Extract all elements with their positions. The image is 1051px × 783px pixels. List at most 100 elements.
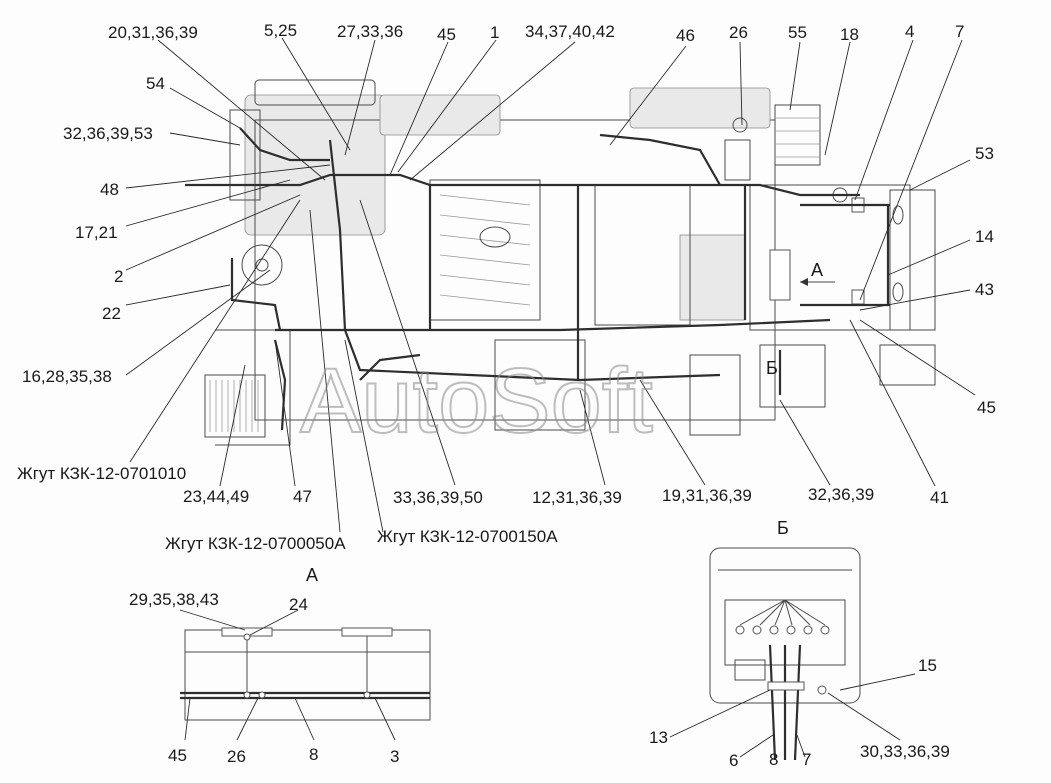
view-b-marker: Б (766, 358, 778, 378)
label-15: 15 (918, 656, 937, 675)
harness-cab (239, 127, 330, 162)
label-harness-0700150: Жгут КЗК-12-0700150А (377, 527, 558, 546)
engine-block (594, 184, 691, 326)
label-4: 4 (905, 22, 914, 41)
view-a-title: А (306, 565, 318, 585)
label-30-33-36-39: 30,33,36,39 (860, 742, 950, 761)
label-55: 55 (788, 23, 807, 42)
header-frame (215, 329, 291, 446)
view-b-terminals (735, 625, 830, 635)
harness-steering (230, 258, 282, 331)
view-a-detail: А (179, 565, 431, 741)
grain-tank-rear (629, 87, 771, 129)
cab-top-edge (254, 79, 376, 106)
engine-grille (679, 234, 746, 321)
label-14: 14 (975, 227, 994, 246)
label-harness-0700050: Жгут КЗК-12-0700050А (165, 534, 346, 553)
label-32-36-39: 32,36,39 (808, 485, 874, 504)
auger-flights (439, 194, 531, 306)
label-43: 43 (975, 280, 994, 299)
label-16-28-35-38: 16,28,35,38 (22, 367, 112, 386)
label-45-top: 45 (437, 25, 456, 44)
label-53: 53 (975, 144, 994, 163)
label-24: 24 (289, 595, 308, 614)
label-18: 18 (840, 25, 859, 44)
fuel-filter (732, 117, 748, 133)
label-45-right: 45 (977, 398, 996, 417)
label-48: 48 (100, 180, 119, 199)
label-3: 3 (390, 747, 399, 766)
callout-labels: 20,31,36,39 5,25 27,33,36 45 1 34,37,40,… (17, 21, 996, 770)
label-34-37-40-42: 34,37,40,42 (525, 22, 615, 41)
thresher-housing (429, 179, 541, 321)
view-b-relay (734, 659, 766, 681)
label-54: 54 (146, 74, 165, 93)
harness-main-lower (275, 318, 831, 332)
label-8-view-a: 8 (309, 745, 318, 764)
view-a-frame (184, 629, 431, 721)
watermark: AutoSoft (300, 350, 653, 452)
rear-radiator (769, 249, 791, 301)
steering-wheel (241, 244, 283, 286)
label-45-view-a: 45 (168, 746, 187, 765)
label-41: 41 (930, 488, 949, 507)
ladder (774, 104, 821, 166)
leader-lines (125, 37, 976, 533)
label-22: 22 (102, 304, 121, 323)
machine-outline (204, 79, 936, 446)
label-46: 46 (676, 26, 695, 45)
label-23-44-49: 23,44,49 (183, 487, 249, 506)
label-29-35-38-43: 29,35,38,43 (129, 590, 219, 609)
harness-header (273, 339, 287, 431)
middle-wheel (494, 339, 586, 431)
view-b-wire-7 (793, 644, 802, 761)
drive-wheel (689, 354, 741, 436)
view-b-detail: Б (669, 518, 916, 761)
expansion-tank (724, 139, 751, 181)
cab-left-panel (229, 109, 261, 201)
rear-light-top (892, 205, 904, 225)
harness-engine (599, 133, 721, 186)
harness-main-vertical (328, 139, 721, 382)
view-b-wire-6 (768, 644, 777, 761)
label-32-36-39-53: 32,36,39,53 (63, 124, 153, 143)
label-26-view-a: 26 (227, 747, 246, 766)
label-6: 6 (729, 751, 738, 770)
label-5-25: 5,25 (264, 21, 297, 40)
view-a-lamp-right (341, 627, 393, 637)
label-33-36-39-50: 33,36,39,50 (393, 488, 483, 507)
harness-front-branch (359, 353, 421, 381)
rear-lamp-lower (851, 289, 865, 305)
label-17-21: 17,21 (75, 223, 118, 242)
view-a-marker: А (811, 260, 823, 280)
rear-hitch (879, 344, 936, 386)
label-47: 47 (293, 487, 312, 506)
label-1: 1 (490, 23, 499, 42)
label-7-view-b: 7 (802, 750, 811, 769)
auger-drum (479, 226, 511, 248)
rear-grille (889, 189, 936, 331)
label-13: 13 (649, 728, 668, 747)
label-20-31-36-39: 20,31,36,39 (108, 23, 198, 42)
front-wheel-left (204, 374, 266, 438)
rear-light-bottom (892, 282, 904, 302)
cab-roof (244, 94, 386, 236)
label-26-top: 26 (729, 23, 748, 42)
label-harness-0701010: Жгут КЗК-12-0701010 (17, 464, 186, 483)
label-27-33-36: 27,33,36 (337, 22, 403, 41)
wheel-tread (209, 380, 259, 432)
label-2: 2 (114, 267, 123, 286)
label-12-31-36-39: 12,31,36,39 (532, 488, 622, 507)
label-7-top: 7 (955, 22, 964, 41)
view-b-title: Б (777, 518, 789, 538)
label-8-view-b: 8 (769, 750, 778, 769)
rear-wheel (759, 344, 826, 408)
view-b-clamp (767, 681, 805, 691)
label-19-31-36-39: 19,31,36,39 (662, 486, 752, 505)
view-a-arrowhead (800, 278, 808, 286)
wiring-harnesses (185, 127, 890, 431)
rear-section (749, 184, 911, 331)
view-markers: А Б (766, 260, 835, 378)
